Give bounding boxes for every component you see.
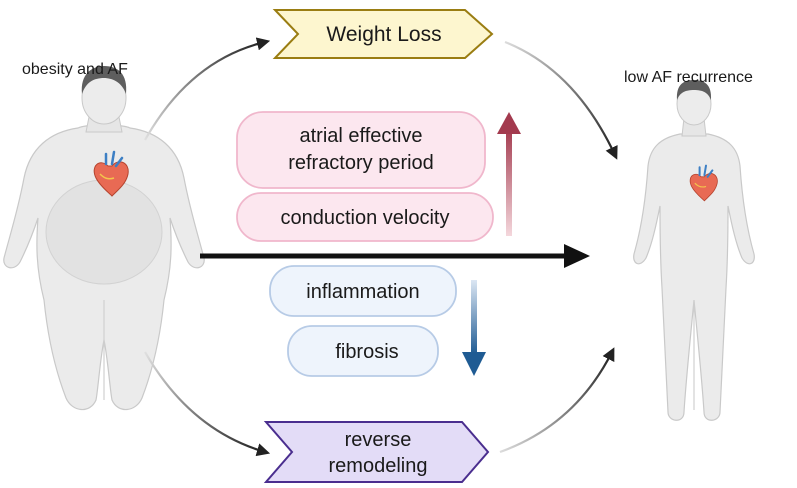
inflammation-label: inflammation	[306, 281, 419, 303]
arrow-up-icon	[497, 112, 521, 236]
obese-belly-shade	[45, 179, 163, 285]
increased-box-erp: atrial effective refractory period	[236, 111, 486, 189]
curve-arrow-from-remodeling	[499, 347, 615, 454]
heart-icon	[689, 164, 718, 202]
curve-arrow-from-weight-loss	[504, 40, 618, 160]
lean-hair	[676, 80, 712, 100]
obese-figure-icon	[3, 66, 205, 411]
obese-hair	[81, 66, 127, 94]
erp-line-2: refractory period	[288, 152, 434, 174]
conduction-velocity-label: conduction velocity	[281, 207, 450, 229]
right-figure-label: low AF recurrence	[624, 69, 753, 86]
reverse-remodeling-line-1: reverse	[345, 429, 412, 451]
erp-line-1: atrial effective	[299, 125, 422, 147]
weight-loss-banner: Weight Loss	[272, 9, 494, 59]
increased-box-conduction: conduction velocity	[236, 192, 494, 242]
left-figure-label: obesity and AF	[22, 61, 128, 78]
fibrosis-label: fibrosis	[335, 341, 398, 363]
decreased-box-inflammation: inflammation	[269, 265, 457, 317]
decreased-box-fibrosis: fibrosis	[287, 325, 439, 377]
reverse-remodeling-line-2: remodeling	[329, 455, 428, 477]
arrow-down-icon	[462, 280, 486, 376]
main-arrow	[200, 244, 590, 268]
weight-loss-label: Weight Loss	[326, 23, 441, 46]
curve-arrow-to-weight-loss	[144, 37, 271, 141]
reverse-remodeling-banner: reverse remodeling	[263, 421, 490, 483]
curve-arrow-to-remodeling	[144, 351, 271, 457]
lean-figure-icon	[633, 80, 755, 421]
heart-icon	[93, 150, 129, 197]
